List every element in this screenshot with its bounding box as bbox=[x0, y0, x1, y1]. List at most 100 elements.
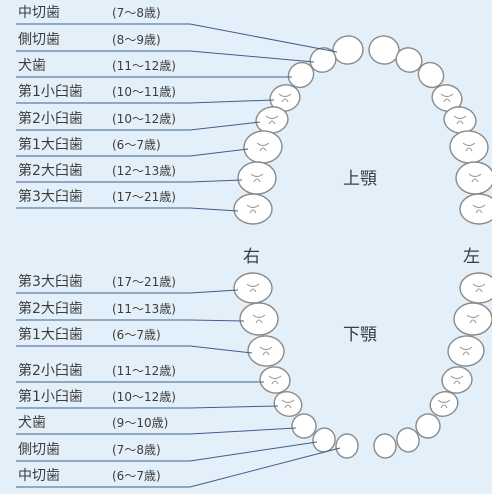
upper-left-tooth-4-groove bbox=[440, 93, 454, 103]
lower-right-tooth-7-groove bbox=[252, 314, 266, 324]
lower-leader-line bbox=[189, 345, 253, 354]
upper-right-tooth-8 bbox=[233, 193, 273, 225]
upper-right-tooth-6 bbox=[243, 130, 283, 164]
lower-left-tooth-6 bbox=[447, 335, 485, 367]
lower-tooth-name: 犬歯 bbox=[18, 415, 46, 431]
upper-tooth-name: 第3大臼歯 bbox=[18, 189, 83, 205]
lower-tooth-name: 第2小臼歯 bbox=[18, 363, 83, 379]
upper-tooth-name: 第2小臼歯 bbox=[18, 111, 83, 127]
upper-eruption-age: (10〜11歳) bbox=[112, 85, 176, 99]
lower-tooth-name: 側切歯 bbox=[18, 442, 60, 458]
upper-tooth-name: 第2大臼歯 bbox=[18, 163, 83, 179]
lower-leader-line bbox=[189, 319, 245, 322]
upper-eruption-age: (17〜21歳) bbox=[112, 190, 176, 204]
lower-right-tooth-1 bbox=[335, 433, 359, 459]
upper-leader-line bbox=[189, 207, 239, 212]
lower-tooth-name: 第2大臼歯 bbox=[18, 301, 83, 317]
lower-eruption-age: (9〜10歳) bbox=[112, 416, 169, 430]
lower-right-tooth-3 bbox=[291, 413, 317, 439]
upper-left-tooth-5-groove bbox=[453, 115, 467, 125]
lower-left-tooth-3 bbox=[415, 413, 441, 439]
lower-leader-line bbox=[189, 289, 239, 294]
upper-right-tooth-4 bbox=[269, 84, 301, 112]
upper-eruption-age: (11〜12歳) bbox=[112, 59, 176, 73]
lower-left-tooth-8-groove bbox=[472, 283, 486, 293]
lower-eruption-age: (6〜7歳) bbox=[112, 469, 161, 483]
lower-eruption-age: (11〜13歳) bbox=[112, 302, 176, 316]
lower-left-tooth-6-groove bbox=[459, 346, 473, 356]
upper-left-tooth-3 bbox=[417, 61, 445, 89]
upper-right-tooth-7-groove bbox=[250, 173, 264, 183]
lower-eruption-age: (10〜12歳) bbox=[112, 390, 176, 404]
lower-tooth-name: 第1大臼歯 bbox=[18, 327, 83, 343]
upper-eruption-age: (8〜9歳) bbox=[112, 33, 161, 47]
upper-eruption-age: (7〜8歳) bbox=[112, 6, 161, 20]
upper-left-tooth-7 bbox=[455, 161, 492, 195]
upper-right-tooth-7 bbox=[237, 161, 277, 195]
lower-leader-line bbox=[189, 427, 297, 435]
lower-tooth-name: 第1小臼歯 bbox=[18, 389, 83, 405]
upper-left-tooth-8-groove bbox=[472, 204, 486, 214]
upper-leader-line bbox=[189, 148, 249, 157]
upper-right-tooth-8-groove bbox=[246, 204, 260, 214]
lower-left-tooth-8 bbox=[459, 272, 492, 304]
lower-left-tooth-7 bbox=[453, 302, 492, 336]
lower-right-tooth-6 bbox=[247, 335, 285, 367]
upper-tooth-name: 側切歯 bbox=[18, 32, 60, 48]
upper-jaw-label: 上顎 bbox=[343, 169, 377, 189]
upper-tooth-name: 中切歯 bbox=[18, 5, 60, 21]
lower-left-tooth-1 bbox=[373, 433, 397, 459]
upper-eruption-age: (10〜12歳) bbox=[112, 112, 176, 126]
upper-tooth-name: 第1小臼歯 bbox=[18, 84, 83, 100]
lower-leader-line bbox=[189, 405, 279, 409]
upper-left-tooth-6-groove bbox=[462, 142, 476, 152]
left-side-label: 左 bbox=[463, 247, 480, 267]
upper-left-tooth-8 bbox=[459, 193, 492, 225]
lower-left-tooth-5 bbox=[441, 366, 473, 394]
lower-tooth-name: 中切歯 bbox=[18, 468, 60, 484]
lower-eruption-age: (17〜21歳) bbox=[112, 275, 176, 289]
lower-right-tooth-2 bbox=[312, 427, 336, 453]
lower-jaw-label: 下顎 bbox=[343, 325, 377, 345]
lower-leader-line bbox=[189, 441, 318, 462]
lower-right-tooth-7 bbox=[239, 302, 279, 336]
right-side-label: 右 bbox=[243, 247, 260, 267]
lower-left-tooth-2 bbox=[396, 427, 420, 453]
upper-right-tooth-2 bbox=[309, 47, 337, 73]
lower-left-tooth-4 bbox=[429, 391, 459, 417]
lower-right-tooth-8-groove bbox=[246, 283, 260, 293]
upper-right-tooth-6-groove bbox=[256, 142, 270, 152]
lower-right-tooth-6-groove bbox=[259, 346, 273, 356]
lower-tooth-name: 第3大臼歯 bbox=[18, 274, 83, 290]
upper-leader-line bbox=[189, 179, 243, 183]
upper-leader-line bbox=[189, 99, 275, 104]
lower-leader-line bbox=[189, 447, 341, 488]
lower-eruption-age: (7〜8歳) bbox=[112, 443, 161, 457]
upper-left-tooth-2 bbox=[395, 47, 423, 73]
upper-leader-line bbox=[189, 50, 315, 63]
upper-tooth-name: 第1大臼歯 bbox=[18, 137, 83, 153]
lower-right-tooth-5-groove bbox=[268, 375, 282, 385]
upper-eruption-age: (6〜7歳) bbox=[112, 138, 161, 152]
upper-right-tooth-4-groove bbox=[278, 93, 292, 103]
lower-left-tooth-7-groove bbox=[466, 314, 480, 324]
lower-right-tooth-4-groove bbox=[281, 399, 295, 409]
upper-right-tooth-5-groove bbox=[265, 115, 279, 125]
lower-left-tooth-5-groove bbox=[450, 375, 464, 385]
upper-tooth-name: 犬歯 bbox=[18, 58, 46, 74]
upper-leader-line bbox=[189, 121, 261, 131]
upper-leader-line bbox=[189, 23, 338, 53]
lower-right-tooth-5 bbox=[259, 366, 291, 394]
upper-left-tooth-7-groove bbox=[468, 173, 482, 183]
lower-right-tooth-4 bbox=[273, 391, 303, 417]
lower-left-tooth-4-groove bbox=[437, 399, 451, 409]
upper-right-tooth-3 bbox=[287, 61, 315, 89]
upper-eruption-age: (12〜13歳) bbox=[112, 164, 176, 178]
upper-left-tooth-6 bbox=[449, 130, 489, 164]
upper-left-tooth-4 bbox=[431, 84, 463, 112]
lower-eruption-age: (6〜7歳) bbox=[112, 328, 161, 342]
upper-left-tooth-5 bbox=[443, 106, 477, 134]
lower-eruption-age: (11〜12歳) bbox=[112, 364, 176, 378]
